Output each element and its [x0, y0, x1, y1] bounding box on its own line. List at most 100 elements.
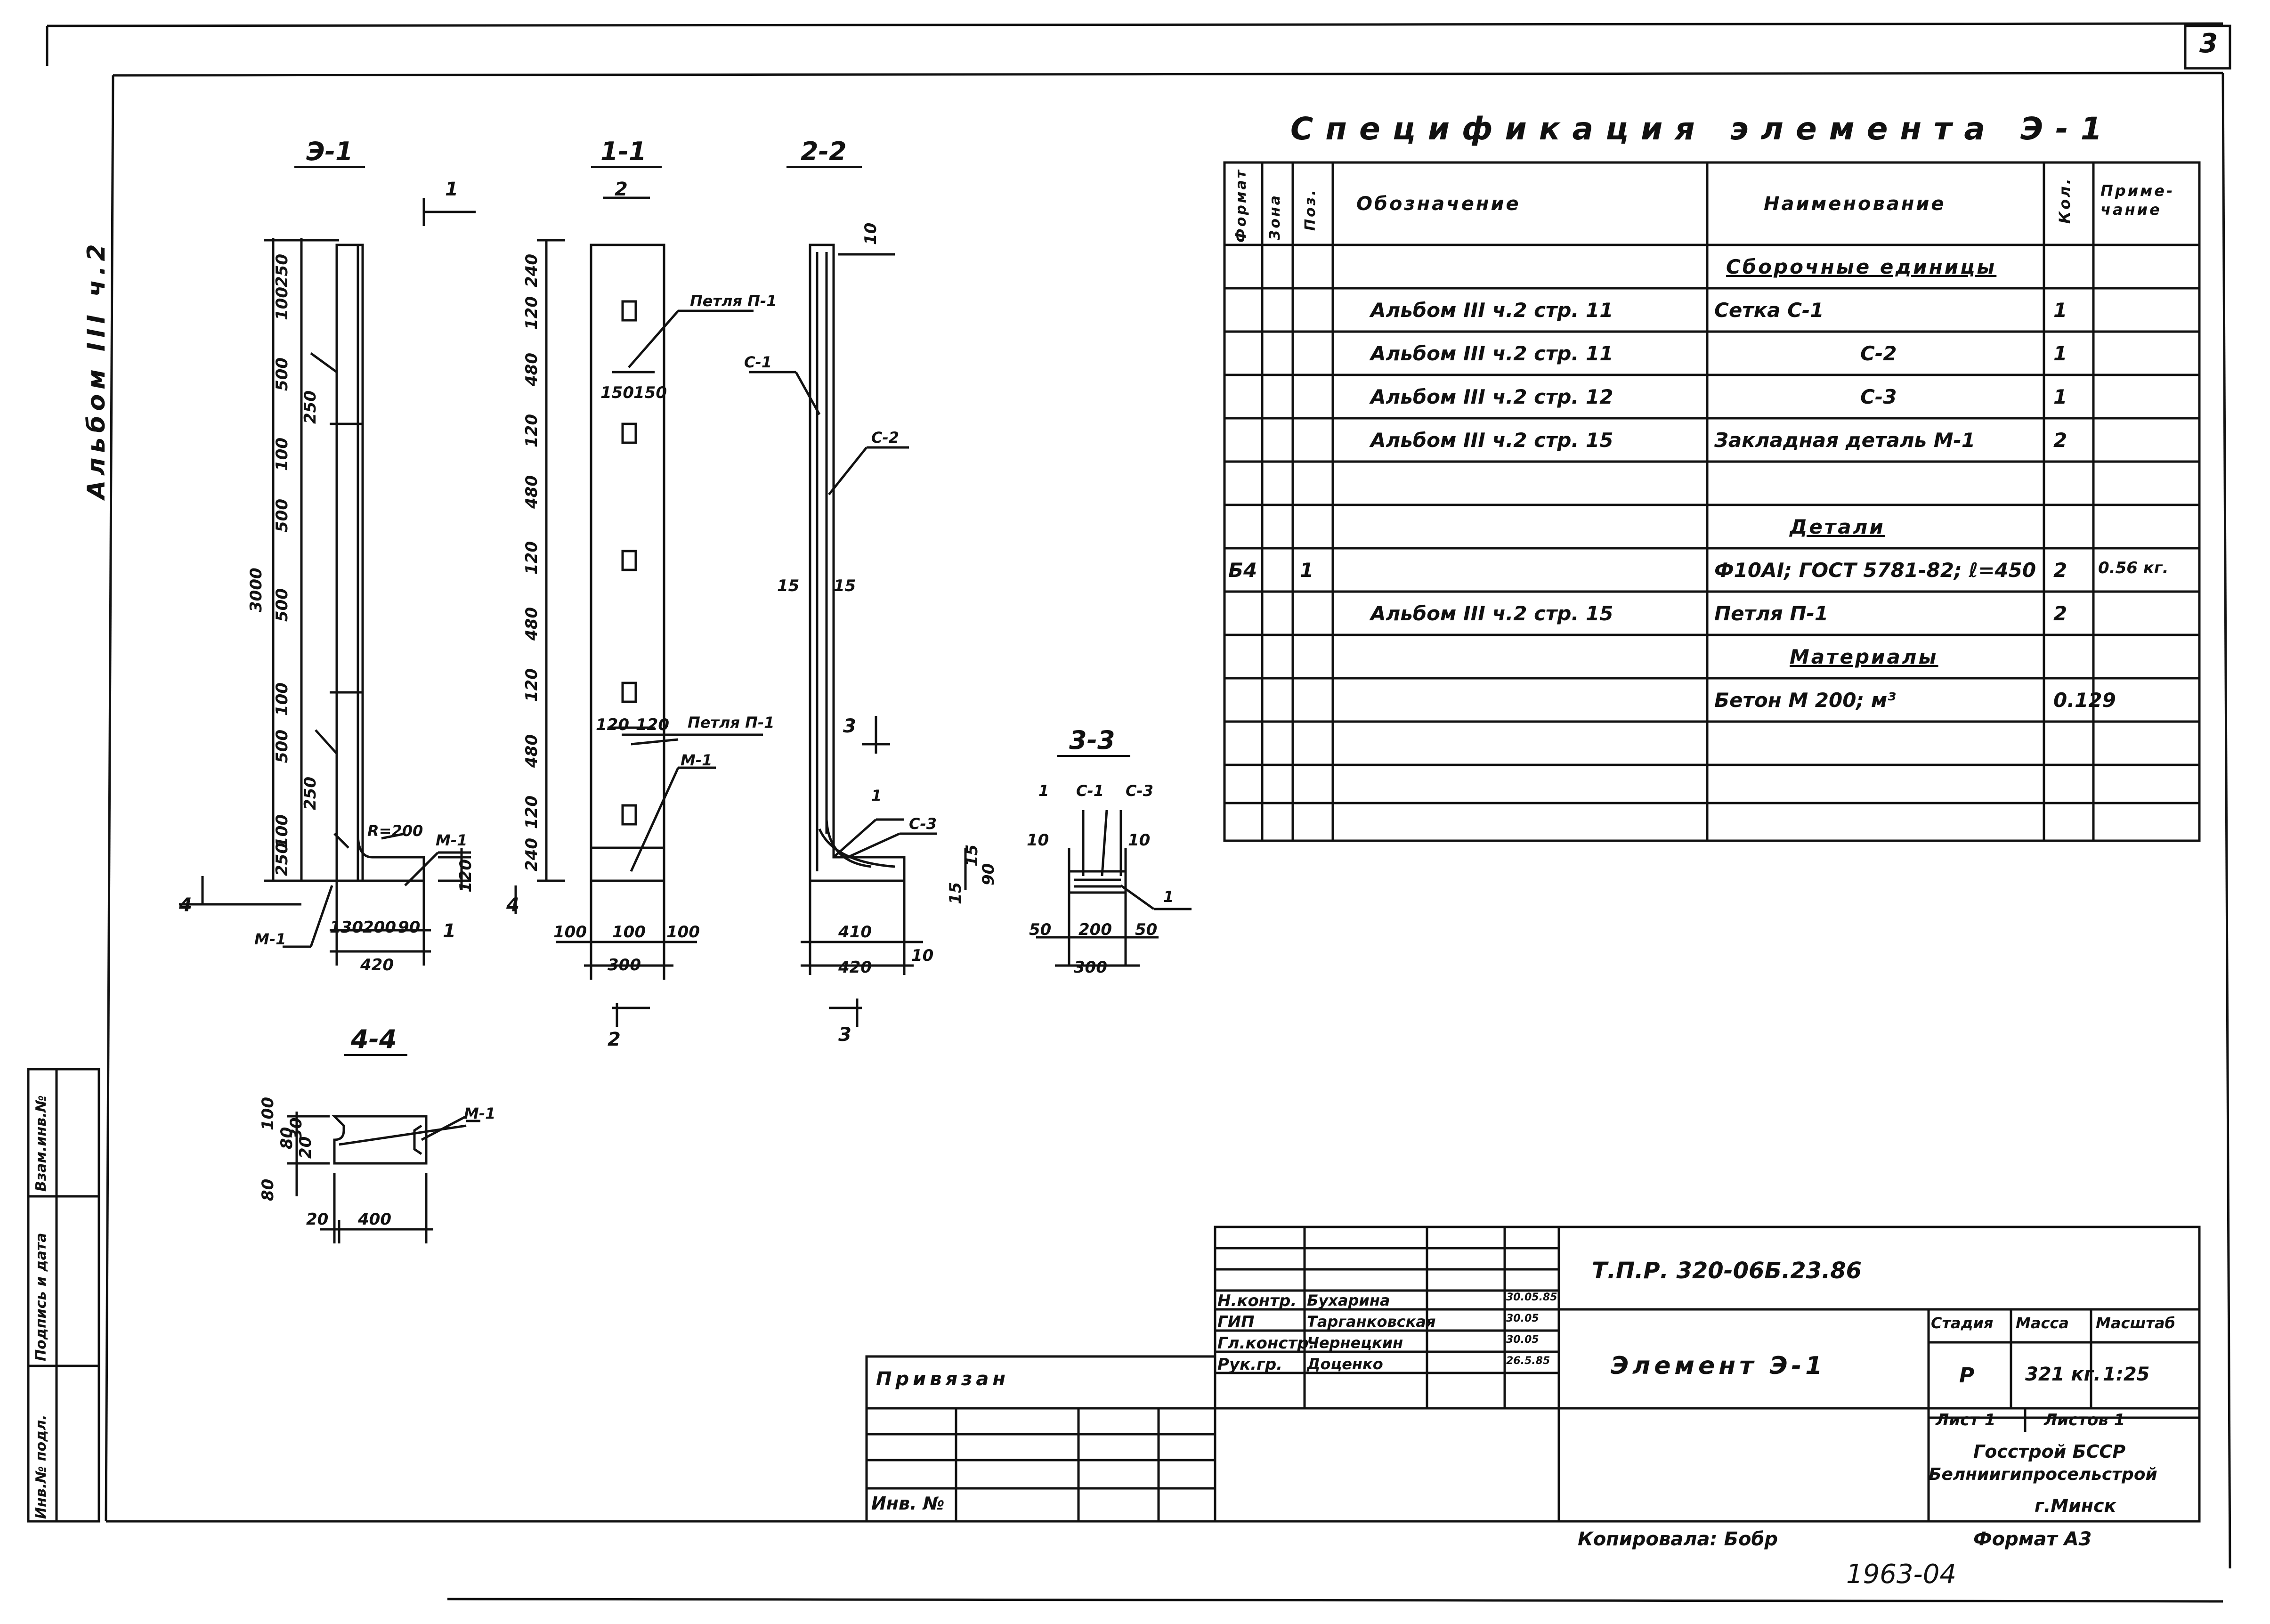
signer-name: Доценко: [1307, 1355, 1383, 1373]
spec-cell-name: Петля П-1: [1714, 602, 1829, 625]
m1-label-4-4: М-1: [464, 1104, 495, 1122]
dim-s11-vert: 120: [522, 414, 541, 447]
spec-header-zone: Зона: [1267, 194, 1283, 240]
mesh-c1-label-3-3: С-1: [1076, 782, 1104, 800]
sheets-label: Листов 1: [2044, 1411, 2125, 1429]
spec-cell-designation: Альбом III ч.2 стр. 11: [1370, 342, 1613, 365]
pos1-label-3-3-right: 1: [1163, 888, 1174, 906]
m1-label-section: М-1: [681, 751, 712, 769]
dim-s11-150b: 150: [633, 383, 667, 402]
dim-s11-100a: 100: [553, 923, 587, 942]
dim-e1-130: 130: [330, 918, 363, 937]
cut-mark-3-top: 3: [843, 715, 856, 737]
pos1-label-3-3-left: 1: [1038, 782, 1049, 800]
dim-s11-vert: 120: [522, 796, 541, 829]
dim-s11-vert: 120: [522, 296, 541, 330]
side-stamp-inv-original: Инв.№ подл.: [33, 1414, 49, 1519]
signer-name: Тарганковская: [1307, 1313, 1436, 1331]
spec-cell-pos: 1: [1300, 559, 1314, 582]
signer-date: 30.05: [1506, 1334, 1539, 1346]
mesh-c1-label: С-1: [744, 353, 772, 371]
dim-s11-150a: 150: [600, 383, 634, 402]
spec-cell-qty: 1: [2053, 385, 2067, 408]
spec-cell-name: Сетка С-1: [1714, 299, 1824, 322]
dim-s11-300: 300: [608, 956, 641, 974]
e1-title: Э-1: [306, 137, 353, 166]
dim-e1-vert: 250: [273, 254, 292, 287]
dim-s11-vert: 240: [522, 254, 541, 287]
copied-by: Копировала: Бобр: [1578, 1528, 1778, 1550]
dim-s22-15b: 15: [834, 577, 856, 595]
dim-s33-10a: 10: [1027, 831, 1049, 850]
cut-mark-4-right: 4: [506, 894, 519, 916]
archive-code: 1963-04: [1846, 1559, 1956, 1590]
sheet-label: Лист 1: [1936, 1411, 1996, 1429]
dim-s22-420: 420: [838, 958, 872, 977]
signer-name: Бухарина: [1307, 1291, 1390, 1309]
spec-cell-name: С-2: [1860, 342, 1897, 365]
dim-s33-50a: 50: [1029, 920, 1051, 939]
signer-date: 30.05: [1506, 1313, 1539, 1324]
dim-e1-vert: 250: [301, 777, 320, 810]
signer-role: ГИП: [1217, 1313, 1255, 1332]
loop-label-bottom: Петля П-1: [688, 714, 774, 731]
spec-header-qty: Кол.: [2056, 177, 2074, 224]
dim-s11-vert: 480: [522, 734, 541, 768]
signer-date: 26.5.85: [1506, 1355, 1550, 1367]
stage-value: Р: [1959, 1364, 1975, 1388]
doc-code: Т.П.Р. 320-06Б.23.86: [1592, 1258, 1862, 1284]
side-stamp-signature-date: Подпись и дата: [33, 1233, 49, 1361]
spec-cell-name: Бетон М 200; м³: [1714, 689, 1896, 712]
dim-s33-50b: 50: [1135, 920, 1157, 939]
section-1-1-title: 1-1: [600, 137, 647, 166]
spec-title: Спецификация элемента Э-1: [1290, 111, 2115, 147]
dim-s44-vert: 80: [277, 1127, 296, 1149]
dim-e1-vert: 100: [273, 682, 292, 716]
spec-cell-designation: Альбом III ч.2 стр. 15: [1370, 602, 1613, 625]
spec-header-name: Наименование: [1764, 193, 1946, 215]
dim-s33-200: 200: [1078, 920, 1112, 939]
dim-s22-top: 10: [861, 223, 880, 245]
dim-s44-400: 400: [357, 1210, 391, 1229]
dim-e1-vert: 100: [273, 287, 292, 320]
spec-cell-qty: 1: [2053, 342, 2067, 365]
dim-e1-420: 420: [360, 956, 394, 974]
spec-cell-name: Материалы: [1790, 645, 1938, 668]
dim-e1-vert: 250: [273, 843, 292, 876]
album-reference-side: Альбом III ч.2: [82, 239, 111, 499]
dim-e1-90: 90: [398, 918, 420, 937]
dim-s33-10b: 10: [1128, 831, 1150, 850]
mesh-c3-label-3-3: С-3: [1126, 782, 1153, 800]
m1-label-e1-right: М-1: [436, 831, 467, 849]
mass-value: 321 кг.: [2025, 1364, 2101, 1385]
spec-cell-name: Сборочные единицы: [1726, 255, 1997, 278]
spec-cell-name: Ф10АI; ГОСТ 5781-82; ℓ=450: [1714, 559, 2036, 582]
scale-value: 1:25: [2103, 1364, 2150, 1385]
dim-s22-right-a: 15: [946, 882, 965, 904]
org-line-3: г.Минск: [2035, 1495, 2116, 1516]
spec-header-format: Формат: [1233, 168, 1249, 243]
dim-s44-vert: 30: [287, 1118, 306, 1140]
dim-s11-vert: 240: [522, 838, 541, 871]
dim-s11-120b: 120: [636, 715, 669, 734]
dim-s11-vert: 480: [522, 353, 541, 387]
cut-mark-1: 1: [445, 179, 458, 200]
spec-cell-format: Б4: [1228, 559, 1257, 582]
dim-s11-vert: 480: [522, 607, 541, 641]
inventory-number-label: Инв. №: [871, 1493, 945, 1514]
spec-cell-qty: 0.129: [2053, 689, 2116, 712]
dim-s44-20: 20: [306, 1210, 328, 1229]
dim-e1-vert: 250: [301, 390, 320, 424]
spec-cell-note: 0.56 кг.: [2098, 559, 2169, 577]
dim-s33-300: 300: [1074, 958, 1107, 977]
spec-cell-name: Закладная деталь М-1: [1714, 429, 1976, 452]
dim-s22-410: 410: [838, 923, 872, 942]
dim-e1-vert: 500: [273, 357, 292, 391]
cut-mark-3-bottom: 3: [838, 1024, 851, 1046]
loop-label-top: Петля П-1: [690, 292, 777, 310]
section-4-4-title: 4-4: [350, 1024, 397, 1054]
format-label: Формат А3: [1973, 1528, 2092, 1550]
m1-label-e1-left: М-1: [254, 930, 286, 948]
